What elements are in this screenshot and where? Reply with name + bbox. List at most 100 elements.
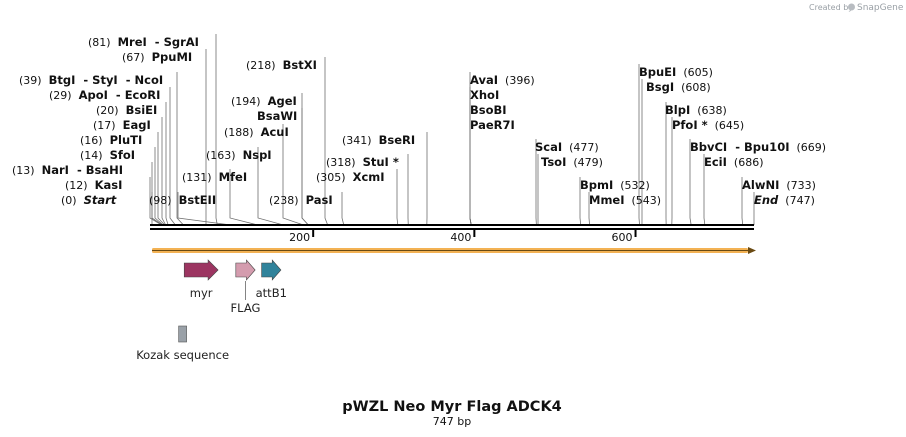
site-name: AvaI bbox=[470, 73, 498, 87]
site-position: (318) bbox=[326, 156, 356, 169]
site-ecii: EciI (686) bbox=[704, 155, 764, 169]
site-label-nari: (13) NarI - BsaHI bbox=[12, 163, 123, 177]
site-name: BsgI bbox=[646, 80, 674, 94]
site-bsgi: BsgI (608) bbox=[646, 80, 711, 94]
site-leader-line bbox=[176, 72, 184, 226]
site-leader-line bbox=[579, 177, 582, 226]
site-position: (686) bbox=[734, 156, 764, 169]
site-position: (605) bbox=[683, 66, 713, 79]
site-position: (543) bbox=[632, 194, 662, 207]
site-leader-line bbox=[157, 132, 166, 226]
site-leader-line bbox=[689, 139, 692, 226]
site-nari: (13) NarI - BsaHI bbox=[12, 163, 123, 177]
sequence-backbone bbox=[150, 224, 754, 230]
site-leader-line bbox=[638, 64, 640, 226]
site-name: PfoI * bbox=[672, 118, 708, 132]
site-position: (608) bbox=[681, 81, 711, 94]
site-name: AgeI bbox=[268, 94, 297, 108]
site-label-mmei: MmeI (543) bbox=[589, 193, 661, 207]
site-name: BtgI bbox=[49, 73, 76, 87]
site-position: (396) bbox=[505, 74, 535, 87]
site-name: StuI * bbox=[363, 155, 399, 169]
site-name: PluTI bbox=[110, 133, 143, 147]
site-scai: ScaI (477) bbox=[535, 140, 599, 154]
site-position: (14) bbox=[80, 149, 103, 162]
site-mfei: (131) MfeI bbox=[182, 170, 247, 184]
site-name: AlwNI bbox=[742, 178, 779, 192]
site-label-bsawi: BsaWI bbox=[257, 109, 297, 123]
site-position: (188) bbox=[224, 126, 254, 139]
site-leader-line bbox=[588, 192, 590, 226]
site-name: EagI bbox=[123, 118, 151, 132]
site-leader-line bbox=[301, 108, 309, 226]
site-position: (305) bbox=[316, 171, 346, 184]
site-pasi: (238) PasI bbox=[269, 193, 333, 207]
site-mmei: MmeI (543) bbox=[589, 193, 661, 207]
site-label-alwni: AlwNI (733) bbox=[742, 178, 816, 192]
map-length: 747 bp bbox=[433, 415, 471, 428]
site-position: (645) bbox=[715, 119, 745, 132]
site-leader-line bbox=[282, 124, 304, 226]
site-name: BlpI bbox=[665, 103, 690, 117]
site-position: (98) bbox=[149, 194, 172, 207]
site-label-bstxi: (218) BstXI bbox=[246, 58, 317, 72]
site-blpi: BlpI (638) bbox=[665, 103, 727, 117]
site-position: (16) bbox=[80, 134, 103, 147]
site-label-mfei: (131) MfeI bbox=[182, 170, 247, 184]
site-bpmi: BpmI (532) bbox=[580, 178, 650, 192]
feature-flag: FLAG bbox=[231, 259, 260, 315]
site-position: (477) bbox=[569, 141, 599, 154]
site-label-bbvci: BbvCI - Bpu10I (669) bbox=[690, 140, 826, 154]
site-name: BbvCI bbox=[690, 140, 727, 154]
site-name: XcmI bbox=[353, 170, 385, 184]
site-label-kasi: (12) KasI bbox=[65, 178, 122, 192]
site-leader-line bbox=[469, 117, 472, 226]
site-leader-line bbox=[301, 93, 309, 226]
site-position: (238) bbox=[269, 194, 299, 207]
site-leader-line bbox=[396, 169, 399, 226]
site-name: PasI bbox=[306, 193, 333, 207]
site-label-btgi: (39) BtgI - StyI - NcoI bbox=[19, 73, 163, 87]
site-bsteii: (98) BstEII bbox=[149, 193, 216, 207]
site-stui: (318) StuI * bbox=[326, 155, 399, 169]
site-leader-line bbox=[257, 147, 284, 226]
site-leader-line bbox=[741, 177, 744, 226]
site-alwni: AlwNI (733) bbox=[742, 178, 816, 192]
site-name: NspI bbox=[243, 148, 272, 162]
site-label-ppumi: (67) PpuMI bbox=[122, 50, 192, 64]
site-nspi: (163) NspI bbox=[206, 148, 272, 162]
site-apoi: (29) ApoI - EcoRI bbox=[49, 88, 160, 102]
site-leader-lines bbox=[149, 34, 755, 226]
site-label-pfoi: PfoI * (645) bbox=[672, 118, 744, 132]
orf-arrow bbox=[152, 247, 756, 254]
site-position: (479) bbox=[573, 156, 603, 169]
site-position: (20) bbox=[96, 104, 119, 117]
site-position: (341) bbox=[342, 134, 372, 147]
site-bseri: (341) BseRI bbox=[342, 133, 415, 147]
feature-arrow bbox=[235, 259, 256, 281]
site-name: BpmI bbox=[580, 178, 613, 192]
site-leader-line bbox=[324, 57, 329, 226]
feature-label: attB1 bbox=[256, 286, 287, 300]
site-leader-line bbox=[703, 154, 706, 226]
site-position: (638) bbox=[697, 104, 727, 117]
site-name: BseRI bbox=[379, 133, 416, 147]
site-name: KasI bbox=[95, 178, 123, 192]
site-position: (29) bbox=[49, 89, 72, 102]
site-name: BstXI bbox=[283, 58, 317, 72]
site-label-xhoi: XhoI bbox=[470, 88, 499, 102]
site-btgi: (39) BtgI - StyI - NcoI bbox=[19, 73, 163, 87]
site-eagi: (17) EagI bbox=[93, 118, 151, 132]
site-agei: (194) AgeI bbox=[231, 94, 297, 108]
site-avai: AvaI (396) bbox=[470, 73, 535, 87]
site-label-bseri: (341) BseRI bbox=[342, 133, 415, 147]
site-leader-line bbox=[341, 192, 345, 226]
site-label-tsoi: TsoI (479) bbox=[541, 155, 603, 169]
feature-kozak-sequence: Kozak sequence bbox=[136, 325, 229, 362]
site-position: (13) bbox=[12, 164, 35, 177]
site-label-bsiei: (20) BsiEI bbox=[96, 103, 157, 117]
site-ppumi: (67) PpuMI bbox=[122, 50, 192, 64]
site-bsobi: BsoBI bbox=[470, 103, 507, 117]
